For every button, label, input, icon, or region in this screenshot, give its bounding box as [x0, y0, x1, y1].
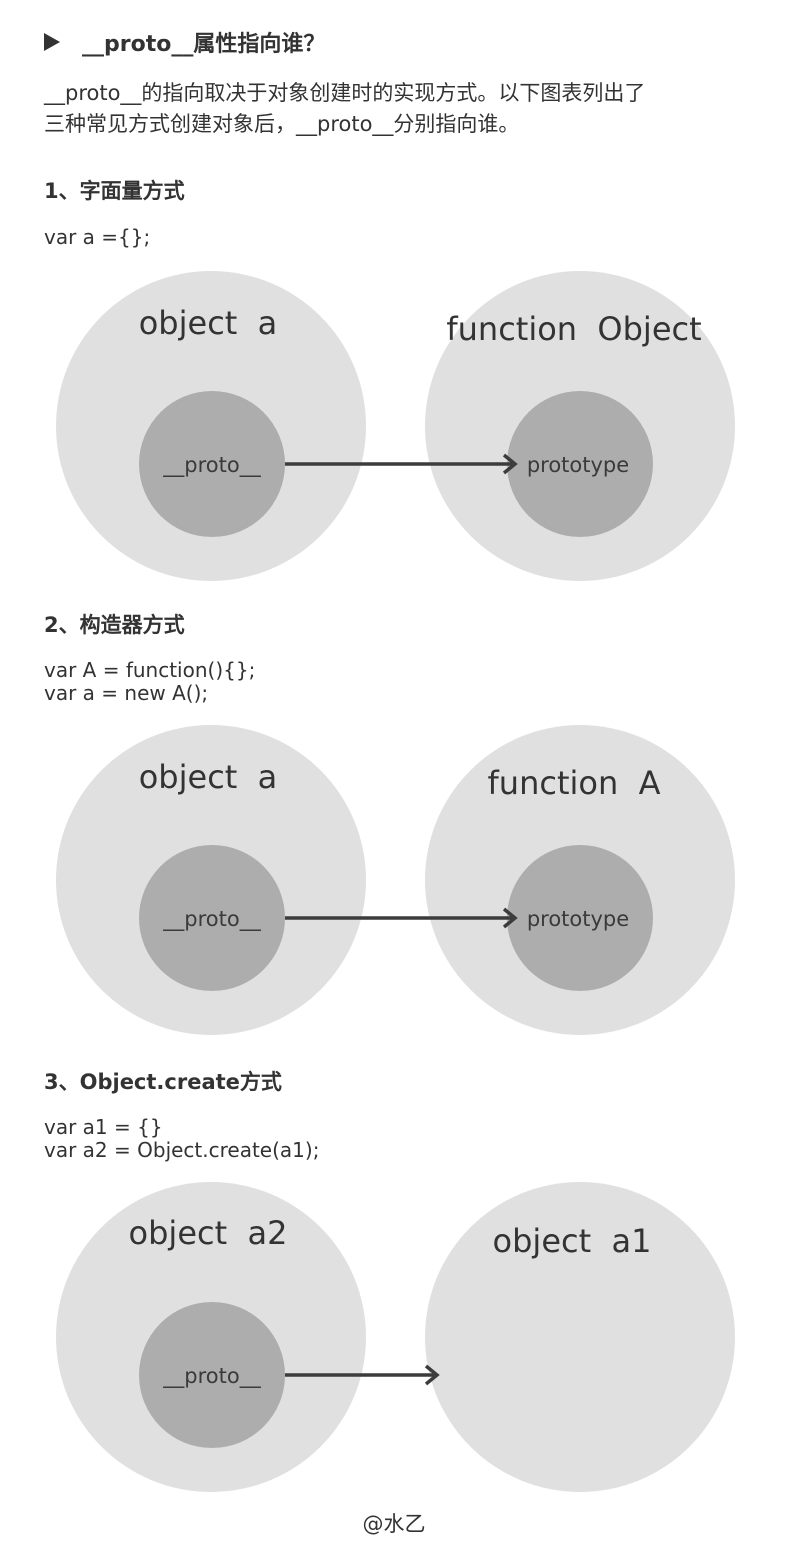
section-heading-object-create: 3、Object.create方式 — [44, 1070, 282, 1094]
diagram-object-create: object a2 object a1 __proto__ — [0, 1180, 800, 1500]
page-title-row: __proto__属性指向谁？ — [44, 24, 325, 60]
intro-paragraph: __proto__的指向取决于对象创建时的实现方式。以下图表列出了 三种常见方式… — [44, 78, 764, 140]
intro-line: 三种常见方式创建对象后，__proto__分别指向谁。 — [44, 112, 520, 136]
section-heading-literal: 1、字面量方式 — [44, 179, 185, 203]
prototype-label: prototype — [527, 907, 629, 931]
code-line: var a1 = {} — [44, 1115, 163, 1139]
prototype-circle — [507, 391, 653, 537]
right-circle-label: object a1 — [493, 1222, 652, 1260]
right-circle-label: function A — [488, 764, 661, 802]
proto-label: __proto__ — [162, 907, 261, 932]
diagram-literal: object a function Object __proto__ proto… — [0, 268, 800, 588]
proto-circle — [139, 1302, 285, 1448]
section-heading-constructor: 2、构造器方式 — [44, 613, 185, 637]
prototype-label: prototype — [527, 453, 629, 477]
arrow-head-icon — [502, 453, 518, 475]
page-title: __proto__属性指向谁？ — [82, 32, 326, 57]
arrow-head-icon — [502, 907, 518, 929]
right-circle-label: function Object — [446, 310, 701, 348]
author-signature: @水乙 — [362, 1512, 426, 1536]
code-block-constructor: var A = function(){}; var a = new A(); — [44, 659, 255, 705]
code-line: var a ={}; — [44, 225, 151, 249]
proto-label: __proto__ — [162, 1364, 261, 1389]
code-line: var a = new A(); — [44, 681, 209, 705]
arrow-head-icon — [424, 1364, 440, 1386]
left-circle-label: object a — [139, 304, 278, 342]
code-line: var A = function(){}; — [44, 658, 256, 682]
triangle-bullet-icon — [44, 33, 60, 51]
code-line: var a2 = Object.create(a1); — [44, 1138, 320, 1162]
prototype-circle — [507, 845, 653, 991]
proto-circle — [139, 845, 285, 991]
proto-label: __proto__ — [162, 453, 261, 478]
intro-line: __proto__的指向取决于对象创建时的实现方式。以下图表列出了 — [44, 81, 646, 105]
code-block-literal: var a ={}; — [44, 226, 150, 249]
code-block-object-create: var a1 = {} var a2 = Object.create(a1); — [44, 1116, 319, 1162]
left-circle-label: object a — [139, 758, 278, 796]
left-circle-label: object a2 — [129, 1214, 288, 1252]
right-outer-circle — [425, 1182, 735, 1492]
proto-circle — [139, 391, 285, 537]
diagram-constructor: object a function A __proto__ prototype — [0, 722, 800, 1042]
